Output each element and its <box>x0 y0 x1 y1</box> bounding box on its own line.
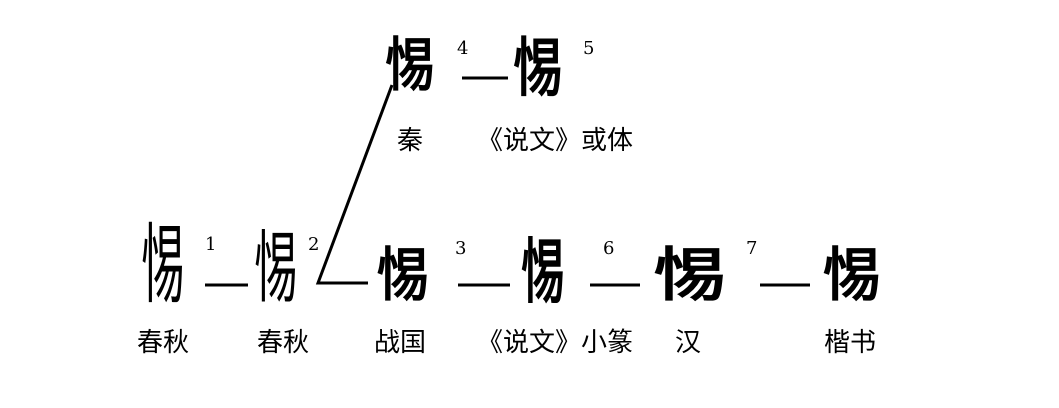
label-kaishu: 楷书 <box>823 328 877 358</box>
glyph-han: 惕 <box>653 241 727 309</box>
label-shuowen-variant: 《说文》或体 <box>476 126 634 156</box>
glyph-kaishu: 惕 <box>822 241 882 309</box>
number-1: 1 <box>205 234 217 255</box>
label-xiaozhuan: 《说文》小篆 <box>476 328 634 358</box>
glyph-qin: 惕 <box>385 31 435 99</box>
number-7: 7 <box>746 238 758 259</box>
glyph-chunqiu-2: 惕 <box>254 222 298 314</box>
label-zhanguo: 战国 <box>373 328 427 358</box>
label-qin: 秦 <box>396 126 424 156</box>
number-5: 5 <box>583 38 595 59</box>
number-3: 3 <box>455 238 467 259</box>
label-han: 汉 <box>674 328 702 358</box>
number-6: 6 <box>603 238 615 259</box>
glyph-shuowen-variant: 惕 <box>513 30 563 106</box>
label-chunqiu-2: 春秋 <box>256 328 310 358</box>
label-chunqiu-1: 春秋 <box>136 328 190 358</box>
number-4: 4 <box>457 38 469 59</box>
glyph-xiaozhuan: 惕 <box>521 231 565 313</box>
glyph-chunqiu-1: 惕 <box>141 214 185 316</box>
branch-line-2 <box>315 84 394 285</box>
number-2: 2 <box>308 234 320 255</box>
glyph-zhanguo: 惕 <box>376 241 430 309</box>
